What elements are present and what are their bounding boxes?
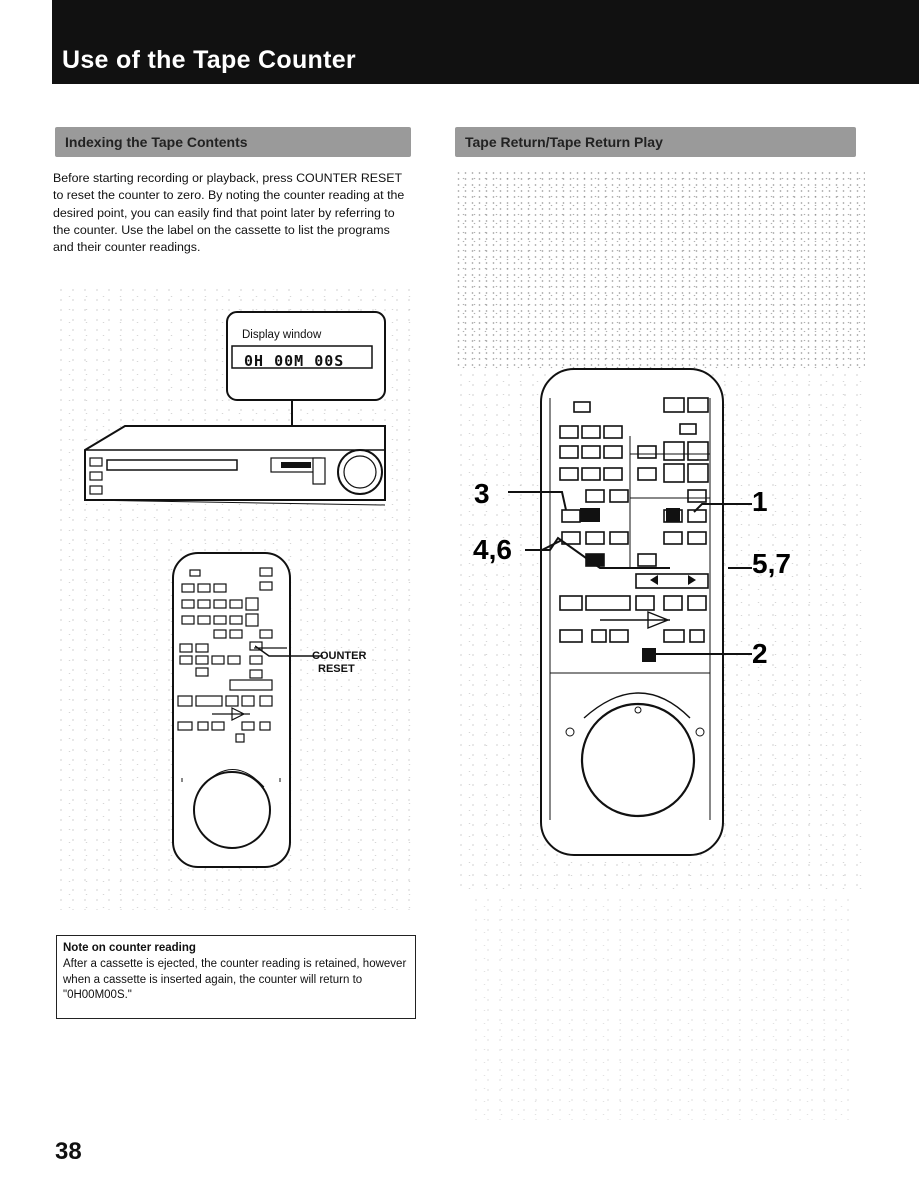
counter-reset-label-line2: RESET xyxy=(318,663,355,675)
page-title: Use of the Tape Counter xyxy=(62,46,356,74)
cassette-slot xyxy=(106,459,238,471)
callout-1: 1 xyxy=(752,486,768,517)
counter-reset-leader xyxy=(255,645,323,657)
callout-leaders xyxy=(508,491,752,655)
note-box: Note on counter reading After a cassette… xyxy=(56,935,416,1019)
small-remote-buttons xyxy=(177,567,287,849)
display-window-frame xyxy=(231,345,373,369)
note-body: After a cassette is ejected, the counter… xyxy=(63,958,407,1001)
counter-reset-label-line1: COUNTER xyxy=(312,650,367,662)
note-title: Note on counter reading xyxy=(63,942,196,954)
callout-4-6: 4,6 xyxy=(473,534,512,565)
large-remote-jog-dial xyxy=(580,702,696,818)
callout-5-7: 5,7 xyxy=(752,548,791,579)
display-window-label: Display window xyxy=(242,329,322,341)
right-faded-top xyxy=(455,170,865,370)
large-remote-buttons xyxy=(549,397,711,820)
callout-2: 2 xyxy=(752,638,768,669)
left-subheading: Indexing the Tape Contents xyxy=(65,134,248,150)
right-faded-bottom xyxy=(470,895,850,1120)
left-subheading-bar: Indexing the Tape Contents xyxy=(55,127,411,157)
vcr-illustration xyxy=(84,311,386,506)
intro-paragraph: Before starting recording or playback, p… xyxy=(53,171,405,255)
right-subheading: Tape Return/Tape Return Play xyxy=(465,134,663,150)
page-number: 38 xyxy=(55,1138,82,1165)
callout-3: 3 xyxy=(474,478,490,509)
display-window-readout: 0H 00M 00S xyxy=(244,352,345,370)
page-header-banner: Use of the Tape Counter xyxy=(52,0,919,84)
right-subheading-bar: Tape Return/Tape Return Play xyxy=(455,127,856,157)
small-remote-jog-dial xyxy=(193,771,271,849)
